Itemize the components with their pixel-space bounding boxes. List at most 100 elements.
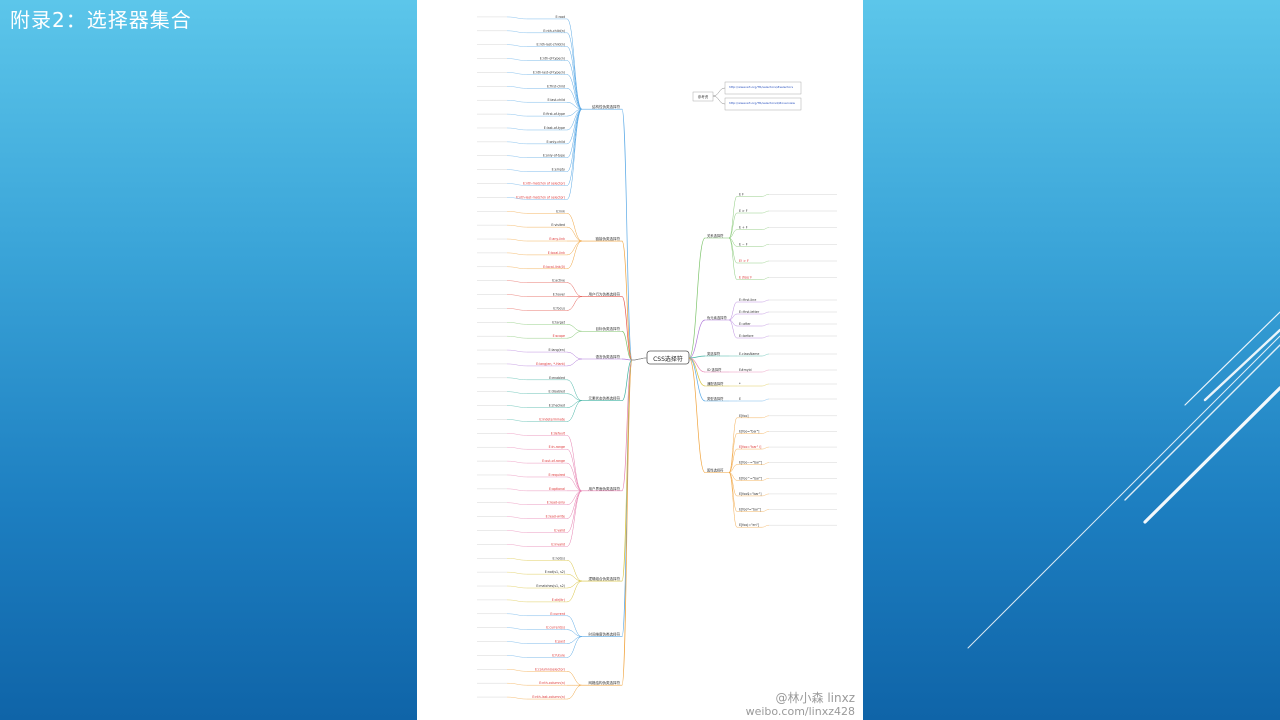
branch-connector — [728, 212, 738, 239]
left-group-label: 结构性伪类选择符 — [592, 104, 620, 109]
branch-connector — [566, 435, 583, 492]
branch-connector — [506, 655, 528, 658]
branch-connector — [566, 108, 583, 186]
branch-connector — [761, 277, 770, 280]
branch-connector — [688, 357, 706, 473]
reference-box — [692, 91, 714, 102]
reference-link[interactable]: http://www.w3.org/TR/selectors4/#overvie… — [729, 101, 796, 105]
left-item-label: E:focus — [553, 306, 565, 310]
right-item-label: E.className — [739, 352, 759, 356]
branch-connector — [621, 359, 633, 401]
left-group-label: 目标伪类选择符 — [596, 326, 621, 331]
branch-connector — [506, 613, 528, 616]
branch-connector — [566, 393, 583, 401]
branch-connector — [566, 671, 583, 686]
left-item-label: E:first-of-type — [543, 112, 565, 116]
branch-connector — [506, 127, 528, 131]
branch-connector — [631, 357, 648, 361]
branch-connector — [506, 224, 528, 228]
branch-connector — [566, 573, 583, 582]
left-item-label: E:local-link — [548, 251, 565, 255]
right-item-label: E[foo*="bar"] — [739, 508, 761, 512]
left-group-label: 逻辑组合伪类选择符 — [589, 576, 621, 581]
left-item-label: E:active — [552, 279, 565, 283]
left-item-label: E:future — [552, 653, 565, 657]
left-item-label: E:empty — [552, 168, 565, 172]
right-item-label: E[foo="bar" i] — [739, 445, 761, 449]
left-item-label: E:nth-of-type(n) — [540, 57, 565, 61]
branch-connector — [566, 226, 583, 242]
right-item-label: E[foo] — [739, 414, 749, 418]
branch-connector — [506, 349, 528, 353]
left-item-label: E:nth-last-match(n of selector) — [516, 195, 565, 199]
right-group-label: 类型选择符 — [707, 396, 724, 401]
branch-connector — [506, 474, 528, 478]
left-item-label: E:only-child — [547, 140, 566, 144]
reference-link[interactable]: http://www.w3.org/TR/selectors/#selector… — [729, 85, 793, 89]
branch-connector — [506, 266, 528, 269]
branch-connector — [506, 585, 528, 589]
right-group-label: 通配选择符 — [707, 381, 724, 386]
branch-connector — [566, 490, 583, 547]
left-item-label: E:local-link(0) — [543, 265, 565, 269]
branch-connector — [761, 244, 770, 247]
right-item-label: E + F — [739, 226, 748, 230]
branch-connector — [506, 72, 528, 75]
left-item-label: E:not(s1, s2) — [545, 570, 565, 574]
branch-connector — [506, 155, 528, 158]
left-group-label: 链接伪类选择符 — [596, 236, 621, 241]
branch-connector — [566, 282, 583, 297]
right-item-label: E! > F — [739, 259, 749, 263]
root-node-box — [646, 350, 690, 365]
branch-connector — [566, 400, 583, 422]
branch-connector — [506, 308, 528, 311]
branch-connector — [506, 16, 528, 20]
left-item-label: E:invalid — [551, 542, 565, 546]
branch-connector — [761, 525, 770, 528]
left-item-label: E:enabled — [549, 376, 565, 380]
branch-connector — [566, 60, 583, 110]
branch-connector — [506, 169, 528, 172]
branch-connector — [566, 490, 583, 533]
right-item-label: E — [739, 397, 741, 401]
right-group-label: ID 选择符 — [707, 367, 722, 372]
branch-connector — [566, 240, 583, 256]
branch-connector — [506, 336, 528, 339]
branch-connector — [566, 636, 583, 658]
branch-connector — [761, 335, 770, 339]
left-item-label: E:any-link — [549, 237, 565, 241]
right-item-label: E[foo$="bar"] — [739, 492, 761, 496]
branch-connector — [506, 683, 528, 686]
branch-connector — [566, 32, 583, 110]
branch-connector — [566, 379, 583, 401]
branch-connector — [728, 472, 738, 528]
branch-connector — [621, 359, 633, 492]
branch-connector — [506, 530, 528, 533]
branch-connector — [506, 669, 528, 672]
left-item-label: E:required — [549, 473, 565, 477]
slide-title: 附录2：选择器集合 — [10, 8, 192, 32]
left-item-label: E:nth-column(n) — [539, 681, 565, 685]
branch-connector — [761, 462, 770, 465]
branch-connector — [506, 377, 528, 380]
branch-connector — [761, 509, 770, 512]
right-group-label: 属性选择符 — [707, 468, 724, 473]
left-item-label: E:last-child — [547, 98, 565, 102]
branch-connector — [761, 415, 770, 418]
branch-connector — [621, 359, 633, 582]
branch-connector — [566, 358, 583, 367]
branch-connector — [728, 448, 738, 473]
branch-connector — [566, 108, 583, 172]
branch-connector — [761, 210, 770, 214]
branch-connector — [506, 571, 528, 575]
right-item-label: E::before — [739, 334, 753, 338]
branch-connector — [621, 296, 633, 361]
branch-connector — [728, 472, 738, 481]
watermark: @林小森 linxz weibo.com/linxz428 — [746, 692, 855, 719]
branch-connector — [761, 383, 770, 387]
branch-connector — [728, 433, 738, 473]
branch-connector — [728, 313, 738, 321]
left-item-label: E:lang(en) — [549, 348, 565, 352]
branch-connector — [506, 558, 528, 561]
left-group-label: 用户界面伪类选择符 — [589, 486, 621, 491]
